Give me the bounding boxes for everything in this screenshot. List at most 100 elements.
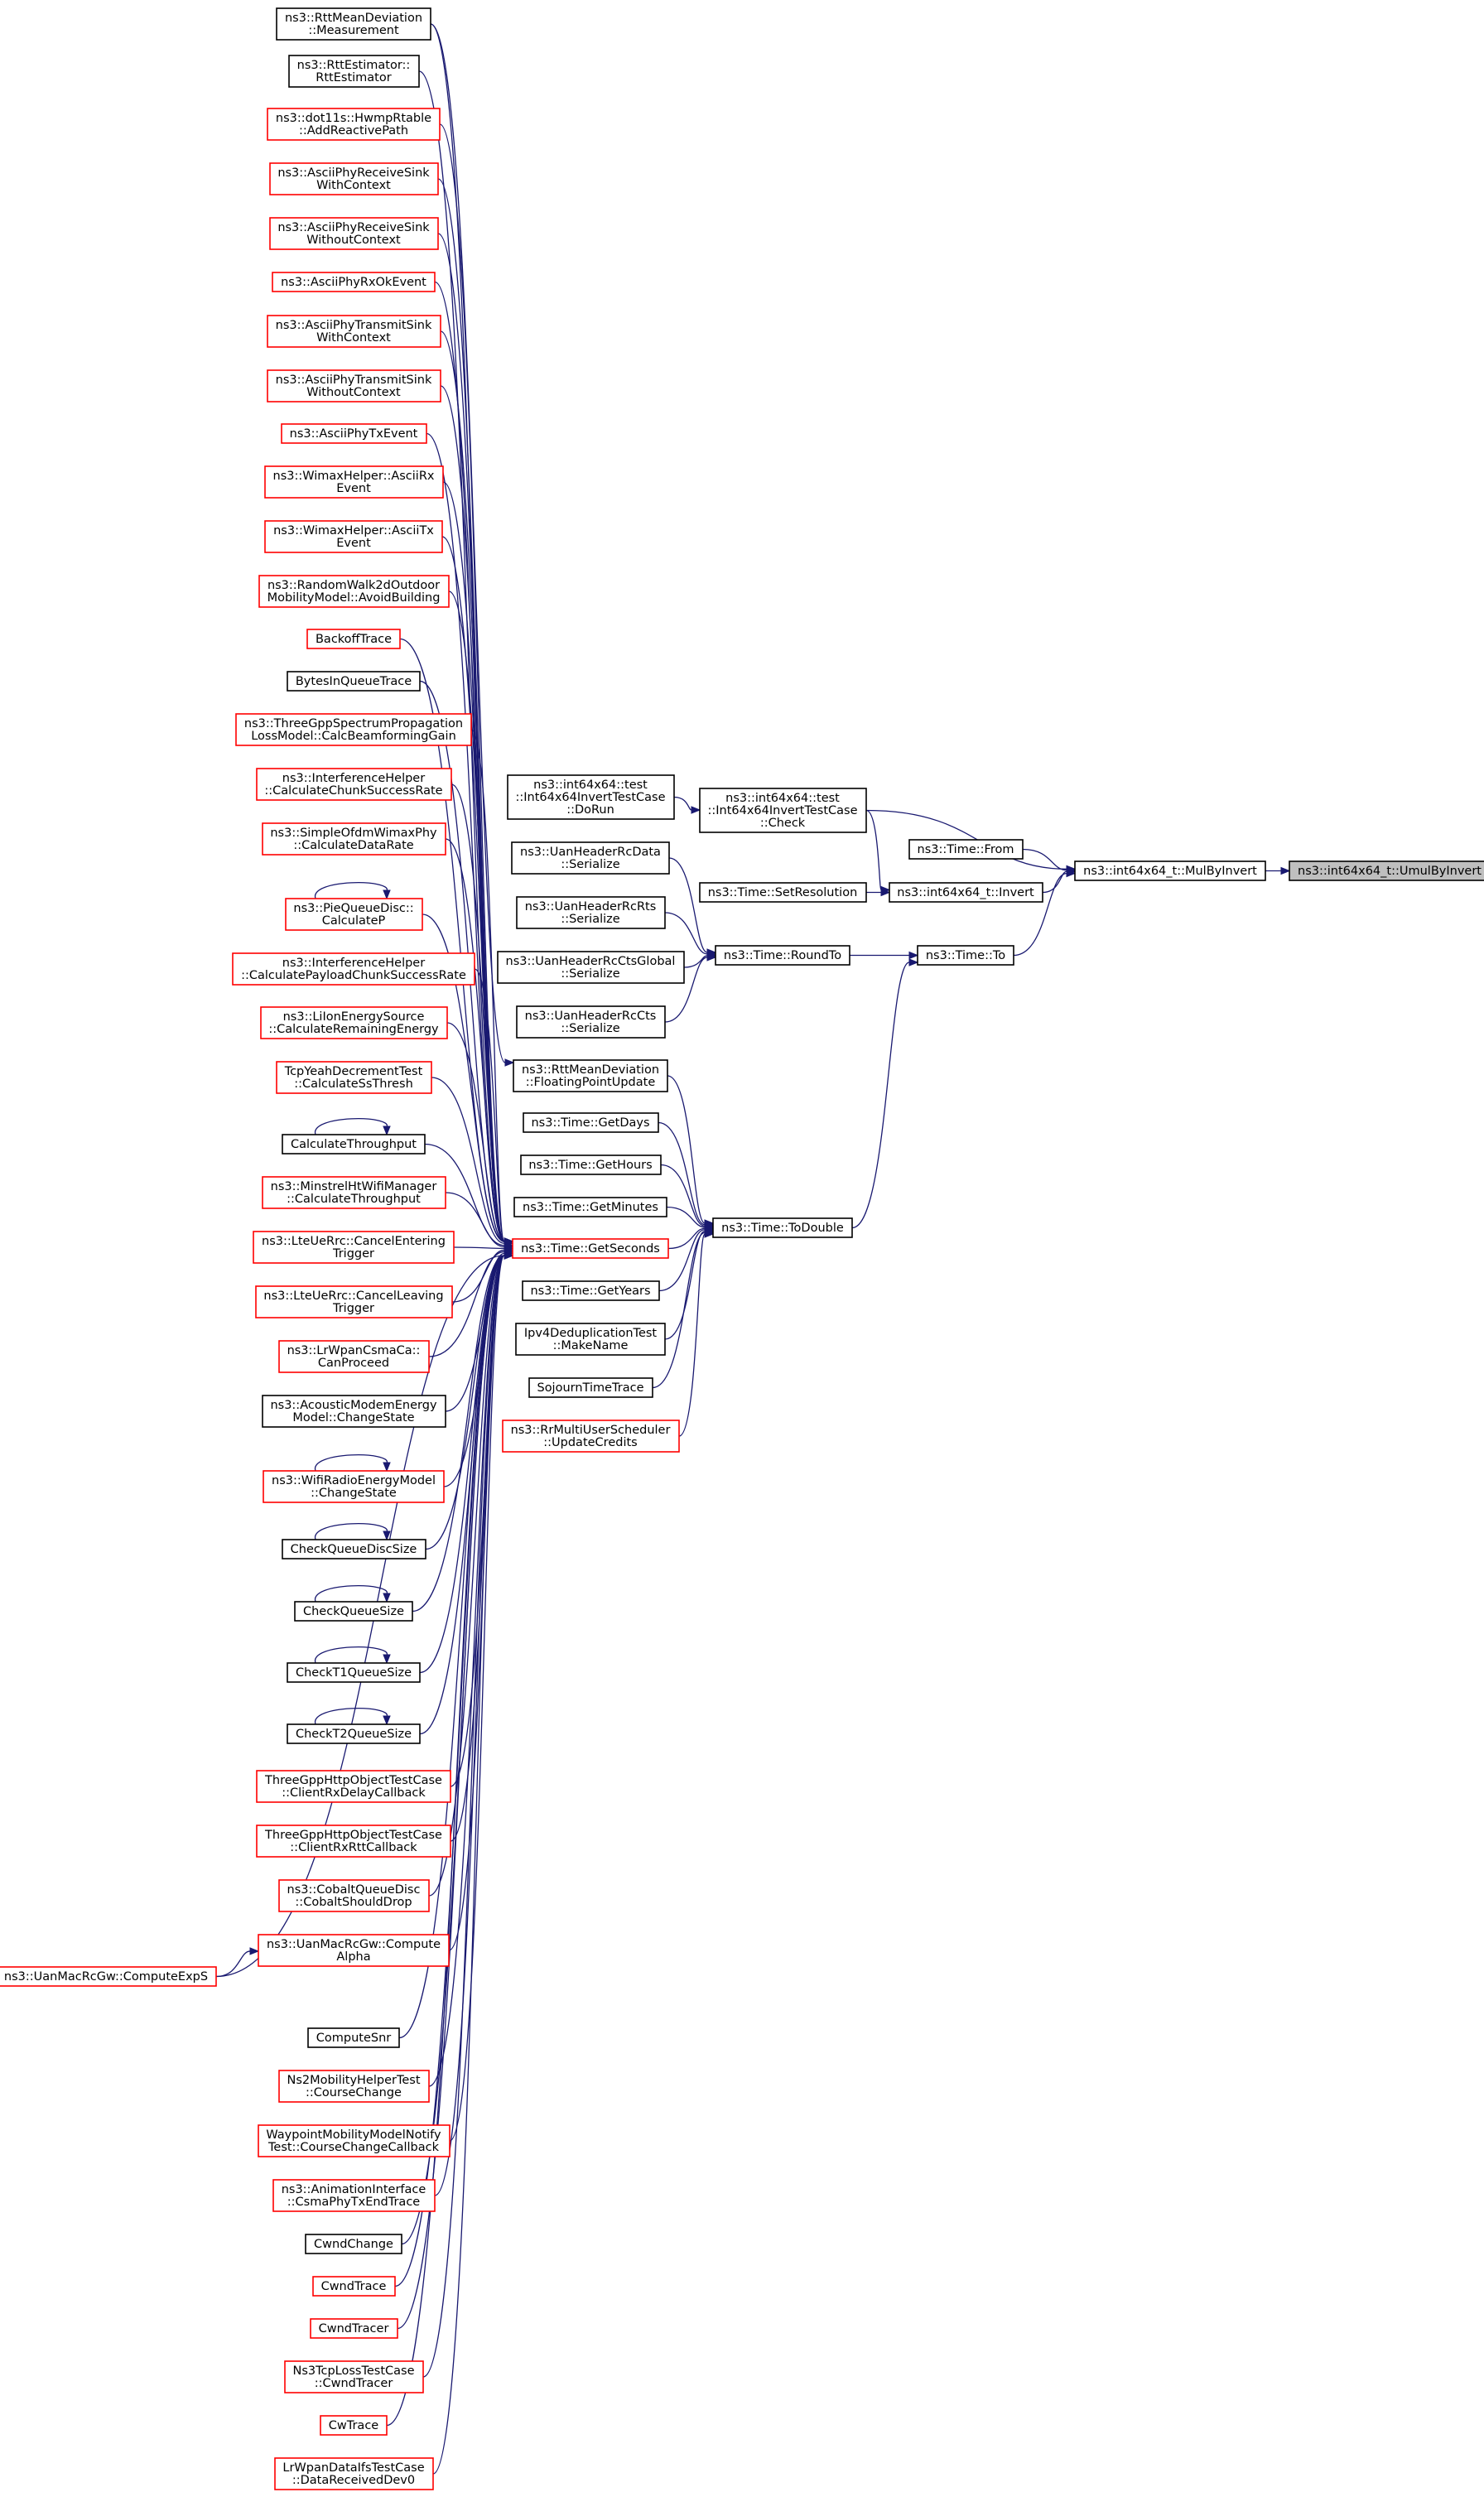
- graph-node[interactable]: ThreeGppHttpObjectTestCase::ClientRxRttC…: [256, 1825, 451, 1858]
- node-label: ::Serialize: [561, 1022, 619, 1035]
- graph-edge: [851, 958, 919, 1229]
- node-label: ::ClientRxRttCallback: [290, 1841, 417, 1854]
- graph-node[interactable]: CheckT1QueueSize: [287, 1662, 421, 1683]
- graph-node[interactable]: Ipv4DeduplicationTest::MakeName: [515, 1323, 666, 1356]
- graph-node[interactable]: BackoffTrace: [306, 629, 401, 649]
- graph-node[interactable]: ns3::LiIonEnergySource::CalculateRemaini…: [260, 1006, 448, 1039]
- graph-node[interactable]: ns3::AnimationInterface::CsmaPhyTxEndTra…: [272, 2179, 436, 2212]
- node-label: ::AddReactivePath: [299, 124, 408, 137]
- graph-edge: [1013, 869, 1077, 957]
- edge-line: [445, 838, 505, 1242]
- graph-node[interactable]: ns3::RandomWalk2dOutdoorMobilityModel::A…: [258, 575, 450, 608]
- graph-node[interactable]: ns3::AsciiPhyRxOkEvent: [272, 272, 436, 292]
- node-box: [267, 369, 441, 403]
- graph-node[interactable]: CheckT2QueueSize: [287, 1723, 421, 1744]
- edge-line: [865, 809, 882, 891]
- graph-node[interactable]: ns3::ThreeGppSpectrumPropagationLossMode…: [235, 713, 472, 746]
- graph-node[interactable]: ns3::RttMeanDeviation::FloatingPointUpda…: [513, 1059, 668, 1092]
- graph-node[interactable]: ns3::Time::GetYears: [522, 1280, 660, 1301]
- node-label: ::Serialize: [561, 913, 619, 926]
- graph-node[interactable]: ns3::WifiRadioEnergyModel::ChangeState: [263, 1470, 445, 1503]
- graph-node[interactable]: ns3::UanHeaderRcCtsGlobal::Serialize: [497, 951, 685, 984]
- graph-node[interactable]: ns3::AcousticModemEnergyModel::ChangeSta…: [262, 1395, 446, 1428]
- graph-node[interactable]: ns3::int64x64_t::UmulByInvert: [1289, 860, 1484, 881]
- graph-edge: [664, 953, 717, 1023]
- node-box: [256, 768, 452, 801]
- edge-line: [425, 1255, 505, 1550]
- node-box: [523, 1112, 659, 1133]
- graph-node[interactable]: ns3::dot11s::HwmpRtable::AddReactivePath: [267, 108, 441, 141]
- graph-node[interactable]: ns3::PieQueueDisc::CalculateP: [285, 898, 423, 931]
- graph-node[interactable]: LrWpanDataIfsTestCase::DataReceivedDev0: [274, 2457, 434, 2490]
- node-box: [276, 1061, 432, 1094]
- node-label: ::Serialize: [561, 858, 619, 871]
- graph-node[interactable]: ns3::RrMultiUserScheduler::UpdateCredits: [502, 1420, 680, 1453]
- graph-node[interactable]: ns3::AsciiPhyTxEvent: [281, 423, 427, 444]
- graph-node[interactable]: ns3::Time::ToDouble: [712, 1217, 853, 1238]
- node-label: ns3::int64x64_t::UmulByInvert: [1298, 865, 1482, 878]
- node-label: ns3::AsciiPhyReceiveSink: [277, 166, 430, 180]
- graph-node[interactable]: TcpYeahDecrementTest::CalculateSsThresh: [276, 1061, 432, 1094]
- graph-node[interactable]: SojournTimeTrace: [528, 1377, 653, 1398]
- node-label: ns3::LteUeRrc::CancelLeaving: [263, 1289, 443, 1303]
- graph-node[interactable]: ns3::SimpleOfdmWimaxPhy::CalculateDataRa…: [262, 822, 446, 856]
- graph-node[interactable]: ns3::RttMeanDeviation::Measurement: [276, 7, 431, 41]
- graph-node[interactable]: ns3::RttEstimator::RttEstimator: [288, 55, 420, 88]
- graph-edge: [673, 796, 701, 814]
- graph-node[interactable]: ns3::Time::GetDays: [523, 1112, 659, 1133]
- graph-node[interactable]: ns3::InterferenceHelper::CalculateChunkS…: [256, 768, 452, 801]
- graph-node[interactable]: ns3::Time::From: [908, 839, 1024, 860]
- edge-line: [434, 1255, 505, 2196]
- graph-node[interactable]: ns3::Time::SetResolution: [699, 882, 867, 903]
- graph-node[interactable]: ns3::int64x64::test::Int64x64InvertTestC…: [699, 788, 867, 833]
- graph-node[interactable]: Ns2MobilityHelperTest::CourseChange: [278, 2070, 430, 2103]
- graph-node[interactable]: CwTrace: [320, 2415, 388, 2436]
- graph-node[interactable]: ns3::UanHeaderRcData::Serialize: [511, 841, 670, 875]
- edge-line: [1013, 872, 1067, 957]
- graph-node[interactable]: ns3::Time::GetMinutes: [513, 1197, 667, 1217]
- node-label: WithoutContext: [306, 234, 401, 247]
- graph-node[interactable]: ns3::Time::RoundTo: [715, 945, 850, 966]
- graph-node[interactable]: CwndTracer: [310, 2318, 398, 2339]
- node-label: ns3::UanMacRcGw::ComputeExpS: [4, 1970, 208, 1984]
- node-label: WithContext: [316, 179, 391, 192]
- graph-node[interactable]: ns3::Time::GetHours: [520, 1155, 662, 1175]
- graph-node[interactable]: ns3::LrWpanCsmaCa::CanProceed: [278, 1340, 430, 1373]
- edge-line: [449, 1255, 505, 2142]
- graph-node[interactable]: ns3::int64x64::test::Int64x64InvertTestC…: [507, 774, 675, 820]
- graph-node[interactable]: WaypointMobilityModelNotifyTest::CourseC…: [258, 2124, 450, 2157]
- graph-node[interactable]: CwndTrace: [312, 2276, 396, 2297]
- graph-node[interactable]: ns3::UanMacRcGw::ComputeExpS: [0, 1966, 217, 1987]
- graph-node[interactable]: BytesInQueueTrace: [287, 671, 421, 692]
- node-label: ns3::CobaltQueueDisc: [287, 1883, 421, 1897]
- graph-node[interactable]: ns3::UanHeaderRcRts::Serialize: [516, 896, 666, 929]
- graph-node[interactable]: Ns3TcpLossTestCase::CwndTracer: [284, 2360, 424, 2393]
- graph-node[interactable]: ns3::UanHeaderRcCts::Serialize: [516, 1005, 666, 1039]
- graph-node[interactable]: CheckQueueSize: [294, 1601, 413, 1622]
- graph-edge: [1265, 866, 1291, 875]
- graph-node[interactable]: ns3::InterferenceHelper::CalculatePayloa…: [232, 952, 475, 986]
- graph-node[interactable]: ns3::CobaltQueueDisc::CobaltShouldDrop: [278, 1879, 430, 1912]
- graph-node[interactable]: CalculateThroughput: [282, 1134, 426, 1155]
- node-label: RttEstimator: [316, 71, 391, 84]
- graph-node[interactable]: CheckQueueDiscSize: [282, 1539, 426, 1559]
- graph-node[interactable]: ComputeSnr: [307, 2027, 400, 2048]
- graph-node[interactable]: ns3::int64x64_t::MulByInvert: [1074, 860, 1266, 881]
- graph-node[interactable]: ThreeGppHttpObjectTestCase::ClientRxDela…: [256, 1770, 451, 1803]
- graph-node[interactable]: CwndChange: [305, 2234, 402, 2254]
- edge-line: [658, 1229, 706, 1292]
- graph-node[interactable]: ns3::Time::GetSeconds: [512, 1238, 669, 1259]
- graph-node[interactable]: ns3::MinstrelHtWifiManager::CalculateThr…: [262, 1176, 446, 1209]
- node-label: CwndChange: [314, 2238, 393, 2251]
- graph-node[interactable]: ns3::int64x64_t::Invert: [889, 882, 1043, 903]
- graph-node[interactable]: ns3::Time::To: [917, 945, 1014, 966]
